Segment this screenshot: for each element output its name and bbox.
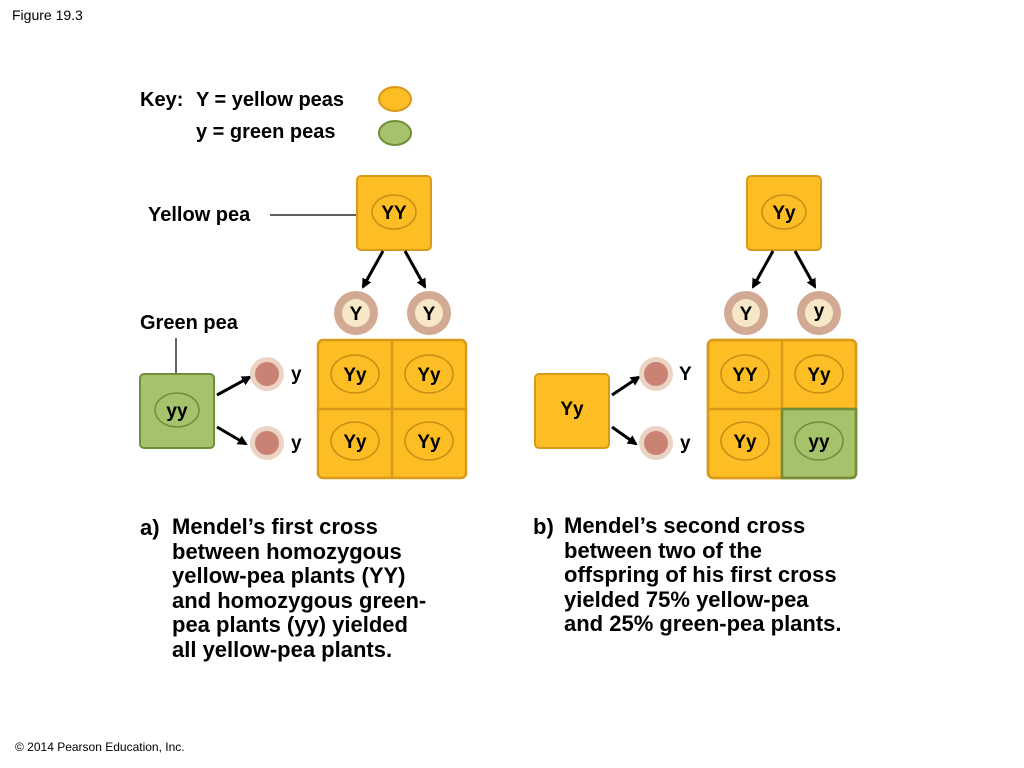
svg-text:Yy: Yy (417, 432, 441, 453)
caption-a-line: yellow-pea plants (YY) (172, 563, 406, 588)
cross-a-cell-4: Yy (404, 421, 454, 461)
svg-text:Y: Y (350, 304, 363, 325)
svg-text:Yy: Yy (807, 365, 831, 386)
cross-a-top-gamete-1: Y (334, 291, 378, 335)
key-green-text: y = green peas (196, 121, 336, 143)
cross-a-left-gamete-1-label: y (291, 364, 302, 385)
cross-b-arrow-left-up (611, 375, 641, 397)
cross-a-cell-1: Yy (330, 354, 380, 394)
cross-a-cell-2: Yy (404, 354, 454, 394)
svg-text:YY: YY (381, 203, 407, 224)
key-prefix: Key: (140, 89, 184, 111)
cross-a-arrow-left-down (216, 425, 248, 446)
svg-text:Yy: Yy (733, 432, 757, 453)
cross-a-arrow-top-right (403, 250, 427, 289)
cross-a-top-gamete-2: Y (407, 291, 451, 335)
cross-b-left-gamete-1 (639, 357, 673, 391)
cross-b-left-gamete-1-label: Y (679, 364, 692, 385)
key-yellow-text: Y = yellow peas (196, 89, 345, 111)
svg-text:Yy: Yy (772, 203, 796, 224)
yellow-pea-label: Yellow pea (148, 204, 251, 226)
caption-b: Mendel’s second cross between two of the… (564, 513, 842, 637)
caption-a-line: Mendel’s first cross (172, 514, 378, 539)
caption-b-line: yielded 75% yellow-pea (564, 586, 809, 612)
cross-b-arrow-top-left (751, 250, 775, 289)
cross-a-arrow-left-up (216, 375, 252, 397)
svg-text:yy: yy (808, 432, 830, 453)
cross-b-top-gamete-2: y (797, 291, 841, 335)
cross-b-cell-4: yy (794, 421, 844, 461)
caption-a-line: all yellow-pea plants. (172, 636, 393, 662)
cross-a-punnett-grid: Yy Yy Yy Yy (316, 338, 468, 480)
cross-a-arrow-top-left (361, 250, 385, 289)
cross-b-parent-left: Yy (534, 373, 610, 449)
caption-b-letter: b) (533, 514, 554, 539)
caption-a-line: between homozygous (172, 538, 402, 564)
figure-label: Figure 19.3 (12, 7, 83, 23)
caption-b-line: and 25% green-pea plants. (564, 611, 842, 636)
cross-a-left-gamete-1 (250, 357, 284, 391)
svg-text:Y: Y (423, 304, 436, 325)
svg-text:Yy: Yy (560, 399, 584, 420)
cross-b-arrow-top-right (793, 250, 817, 289)
cross-b-cell-1: YY (720, 354, 770, 394)
cross-a-parent-left: yy (139, 373, 215, 449)
cross-b-left-gamete-2 (639, 426, 673, 460)
cross-a-left-gamete-2 (250, 426, 284, 460)
cross-b-parent-top: Yy (746, 175, 822, 251)
copyright: © 2014 Pearson Education, Inc. (15, 740, 185, 754)
caption-a: Mendel’s first cross between homozygous … (172, 514, 427, 662)
key-yellow-pea-icon (378, 86, 412, 112)
caption-a-letter: a) (140, 515, 160, 540)
cross-b-punnett-grid: YY Yy Yy yy (706, 338, 858, 480)
svg-text:Yy: Yy (417, 365, 441, 386)
caption-b-line: between two of the (564, 537, 762, 563)
svg-text:Y: Y (740, 304, 753, 325)
cross-b-cell-2: Yy (794, 354, 844, 394)
cross-b-top-gamete-1: Y (724, 291, 768, 335)
cross-a-cell-3: Yy (330, 421, 380, 461)
cross-a-parent-top: YY (356, 175, 432, 251)
svg-text:Yy: Yy (343, 365, 367, 386)
green-pea-label: Green pea (140, 312, 238, 334)
cross-a-left-gamete-2-label: y (291, 433, 302, 454)
caption-b-line: offspring of his first cross (564, 562, 837, 587)
svg-text:YY: YY (732, 365, 758, 386)
caption-a-line: and homozygous green- (172, 587, 427, 613)
svg-text:Yy: Yy (343, 432, 367, 453)
svg-text:yy: yy (166, 401, 188, 422)
svg-text:y: y (814, 301, 825, 322)
cross-b-cell-3: Yy (720, 421, 770, 461)
caption-b-line: Mendel’s second cross (564, 513, 806, 538)
cross-b-left-gamete-2-label: y (680, 433, 691, 454)
caption-a-line: pea plants (yy) yielded (172, 612, 408, 637)
cross-b-arrow-left-down (611, 425, 638, 446)
key-green-pea-icon (378, 120, 412, 146)
